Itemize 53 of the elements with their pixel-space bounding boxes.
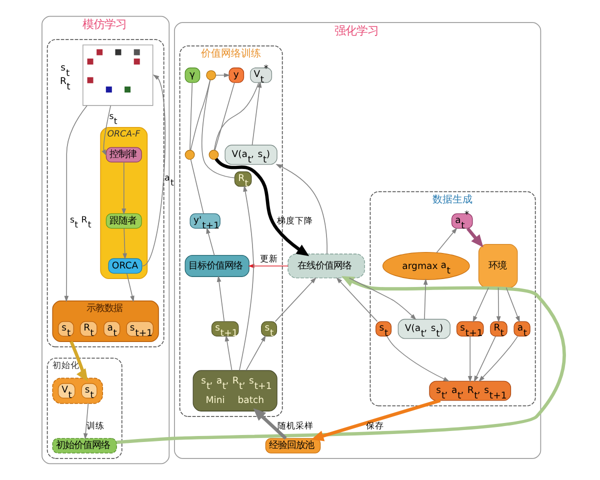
connector	[214, 82, 234, 151]
arrow	[472, 287, 488, 322]
arrow	[214, 158, 309, 256]
arrow	[386, 336, 450, 382]
connector	[201, 79, 234, 178]
arrow	[467, 336, 472, 382]
edge-label: 随机采样	[277, 422, 314, 432]
node-box: ORCA	[108, 258, 142, 274]
edge-label: 保存	[366, 422, 384, 432]
connector	[189, 82, 192, 150]
arrow	[422, 278, 428, 320]
node-circle	[206, 70, 216, 80]
node-box: 初始价值网络	[52, 438, 116, 454]
arrow	[122, 228, 127, 260]
arrow	[274, 277, 316, 322]
node-circle	[184, 150, 194, 160]
arrow	[64, 105, 87, 302]
arrow	[505, 287, 520, 322]
arrow	[348, 278, 416, 320]
node-circle	[208, 150, 218, 160]
arrow	[82, 403, 88, 440]
arrow	[101, 105, 111, 156]
arrow	[252, 408, 286, 440]
cluster	[46, 39, 164, 348]
edge-label: 更新	[259, 254, 278, 265]
arrow	[206, 227, 214, 256]
arrow	[496, 287, 500, 322]
node-box: 目标价值网络	[184, 254, 249, 277]
arrow	[466, 227, 483, 248]
arrow	[473, 336, 496, 382]
node-box: 控制律	[105, 147, 142, 162]
connector	[190, 159, 204, 214]
node-box: 环境	[478, 244, 518, 288]
arrow	[336, 277, 378, 322]
cluster	[52, 378, 103, 404]
arrow	[216, 276, 224, 322]
arrow	[121, 162, 126, 215]
arrow	[142, 74, 166, 266]
arrow	[126, 273, 134, 302]
edge-label: 训练	[86, 422, 104, 432]
node-box: 经验回放池	[264, 438, 320, 454]
arrow	[275, 164, 327, 254]
arrow	[224, 335, 232, 371]
arrow	[245, 335, 266, 371]
node-box: 在线价值网络	[287, 254, 364, 278]
arrow	[478, 336, 518, 382]
arrow	[310, 398, 440, 442]
arrow	[436, 228, 457, 253]
node-box: 跟随者	[105, 213, 142, 229]
arrow	[251, 81, 262, 146]
connector	[190, 80, 210, 150]
arrow	[116, 276, 566, 444]
connector	[213, 82, 259, 150]
